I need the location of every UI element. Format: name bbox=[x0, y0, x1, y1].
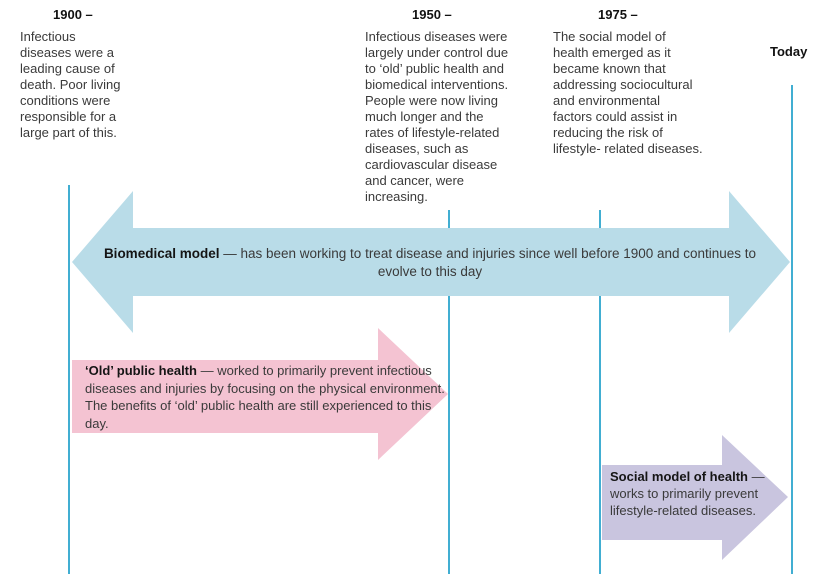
timeline-line-today bbox=[791, 85, 793, 574]
biomedical-model-arrow-description: — has been working to treat disease and … bbox=[223, 246, 757, 279]
biomedical-model-arrow-text: Biomedical model — has been working to t… bbox=[92, 245, 768, 281]
marker-label-today: Today bbox=[770, 44, 808, 59]
marker-label-1900: 1900 – bbox=[53, 7, 93, 22]
marker-description-1975: The social model of health emerged as it… bbox=[553, 29, 703, 156]
marker-description-1950: Infectious diseases were largely under c… bbox=[365, 29, 509, 204]
biomedical-model-arrow-title: Biomedical model bbox=[103, 246, 220, 261]
old-public-health-arrow-title: ‘Old’ public health bbox=[85, 363, 197, 378]
timeline-line-1900 bbox=[68, 185, 70, 574]
social-model-arrow-description: — works to primarily prevent lifestyle-r… bbox=[610, 469, 765, 518]
marker-label-1950: 1950 – bbox=[412, 7, 452, 22]
marker-label-1975: 1975 – bbox=[598, 7, 638, 22]
social-model-arrow-title: Social model of health bbox=[610, 469, 748, 484]
old-public-health-arrow-text: ‘Old’ public health — worked to primaril… bbox=[85, 362, 447, 432]
old-public-health-arrow-description: — worked to primarily prevent infectious… bbox=[85, 363, 445, 431]
timeline-line-1975 bbox=[599, 210, 601, 574]
marker-description-1900: Infectious diseases were a leading cause… bbox=[20, 29, 121, 140]
timeline-line-1950 bbox=[448, 210, 450, 574]
social-model-arrow-text: Social model of health — works to primar… bbox=[610, 468, 770, 519]
